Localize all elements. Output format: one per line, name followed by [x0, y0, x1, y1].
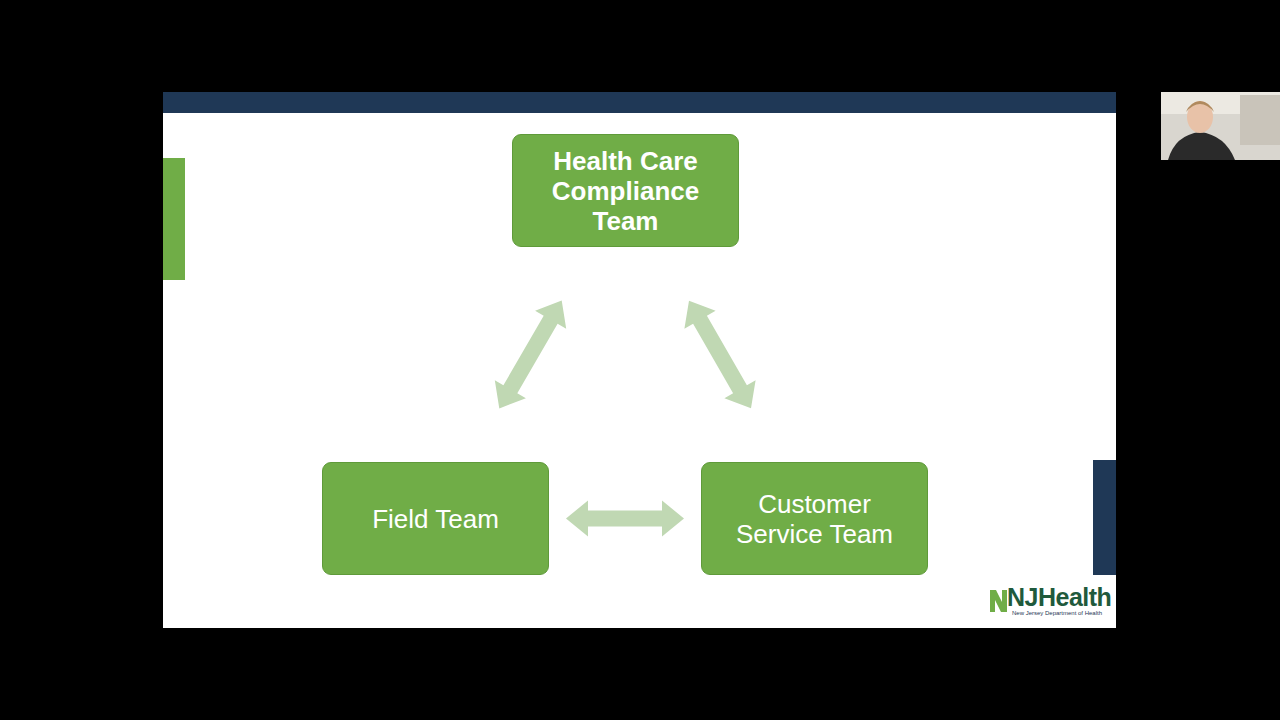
logo-text: NJHealth: [1007, 583, 1111, 612]
box-text: Health Care Compliance Team: [527, 146, 724, 236]
accent-bar: [1093, 460, 1116, 575]
team-box: Field Team: [322, 462, 549, 575]
logo-icon: [990, 590, 1007, 612]
team-box: Health Care Compliance Team: [512, 134, 739, 247]
logo-subtext: New Jersey Department of Health: [1012, 610, 1102, 616]
box-text: Field Team: [372, 504, 499, 534]
box-text: Customer Service Team: [716, 489, 913, 549]
slide: [163, 92, 1116, 628]
accent-bar: [163, 158, 185, 280]
double-arrow: [495, 301, 566, 409]
double-arrow: [566, 501, 684, 537]
webcam-thumbnail: [1161, 92, 1280, 160]
team-box: Customer Service Team: [701, 462, 928, 575]
double-arrow: [684, 301, 755, 409]
top-bar: [163, 92, 1116, 113]
